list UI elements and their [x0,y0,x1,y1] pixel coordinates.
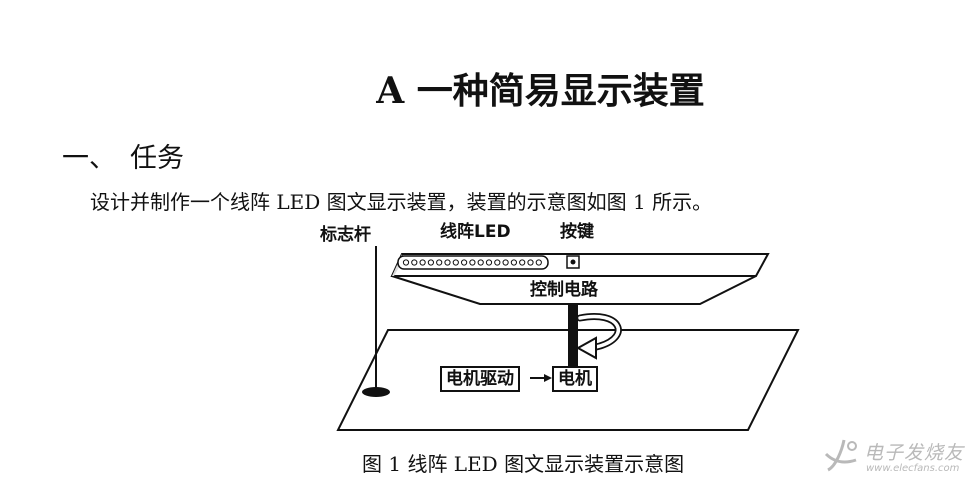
section-number: 一、 [62,143,116,174]
elecfans-logo-icon [824,439,857,472]
document-title: A 一种简易显示装置 [376,70,705,112]
rotation-arrowhead [575,336,597,360]
control-label: 控制电路 [528,280,600,300]
led-dot [461,259,468,266]
led-dot [469,259,476,266]
pole-base [362,387,390,397]
led-dot [494,259,501,266]
diagram-drawing [336,246,800,431]
watermark-logo: 电子发烧友 www.elecfans.com [822,436,967,480]
led-dot [485,259,493,266]
led-dot [444,259,451,266]
watermark-brand: 电子发烧友 [864,442,965,464]
section-heading: 一、任务 [62,136,184,175]
motor-box: 电机 [552,366,598,392]
led-dot [535,259,542,266]
led-dot [419,259,426,266]
led-dot [477,259,484,266]
key-label: 按键 [560,222,594,242]
led-dot [427,259,434,266]
led-dot [452,259,459,266]
figure-caption: 图 1 线阵 LED 图文显示装置示意图 [362,452,685,476]
led-dot [402,259,410,266]
motor-shaft [568,304,578,366]
led-dot [436,259,443,266]
led-label: 线阵LED [440,222,511,242]
task-paragraph: 设计并制作一个线阵 LED 图文显示装置，装置的示意图如图 1 所示。 [90,190,713,214]
led-dot [502,259,509,266]
driver-box: 电机驱动 [440,366,520,392]
led-dot [510,259,517,266]
led-dot [411,259,418,266]
figure-diagram: 标志杆 线阵LED 按键 控制电路 电机驱动 电机 [300,218,820,448]
pole-label: 标志杆 [320,225,371,245]
section-title: 任务 [130,143,184,174]
led-dot [527,259,534,266]
key-button-dot [570,259,576,265]
led-dot [519,259,526,266]
watermark-url: www.elecfans.com [866,463,960,474]
